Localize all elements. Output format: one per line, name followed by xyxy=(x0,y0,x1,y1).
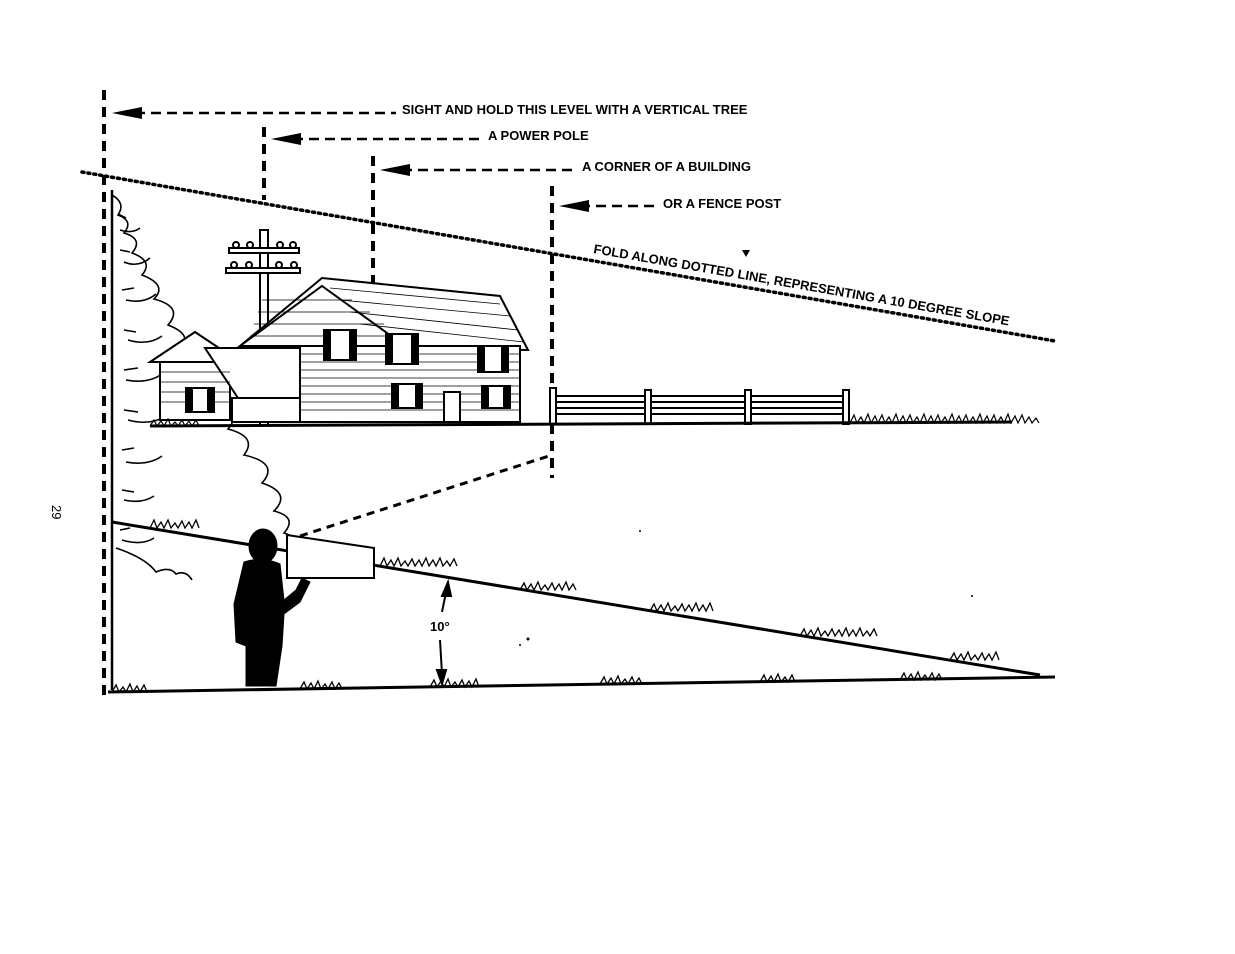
house-icon xyxy=(150,278,528,422)
arrowhead-fence xyxy=(559,200,589,212)
label-fence-post: OR A FENCE POST xyxy=(663,196,781,211)
angle-label: 10° xyxy=(430,619,450,634)
fold-dotted-line xyxy=(82,172,1055,341)
arrowhead-tree xyxy=(112,107,142,119)
fold-marker xyxy=(742,250,750,257)
sighting-card-icon xyxy=(287,535,374,578)
fold-label: FOLD ALONG DOTTED LINE, REPRESENTING A 1… xyxy=(592,241,1010,328)
leader-arrows xyxy=(135,113,657,206)
label-building-corner: A CORNER OF A BUILDING xyxy=(582,159,751,174)
label-tree: SIGHT AND HOLD THIS LEVEL WITH A VERTICA… xyxy=(402,102,748,117)
arrowhead-pole xyxy=(271,133,301,145)
label-power-pole: A POWER POLE xyxy=(488,128,589,143)
arrowhead-building xyxy=(380,164,410,176)
fence-icon xyxy=(550,388,849,424)
sight-line xyxy=(300,455,552,536)
page-number: 29 xyxy=(49,505,64,519)
speckles xyxy=(519,530,973,646)
arrowheads xyxy=(112,107,589,212)
